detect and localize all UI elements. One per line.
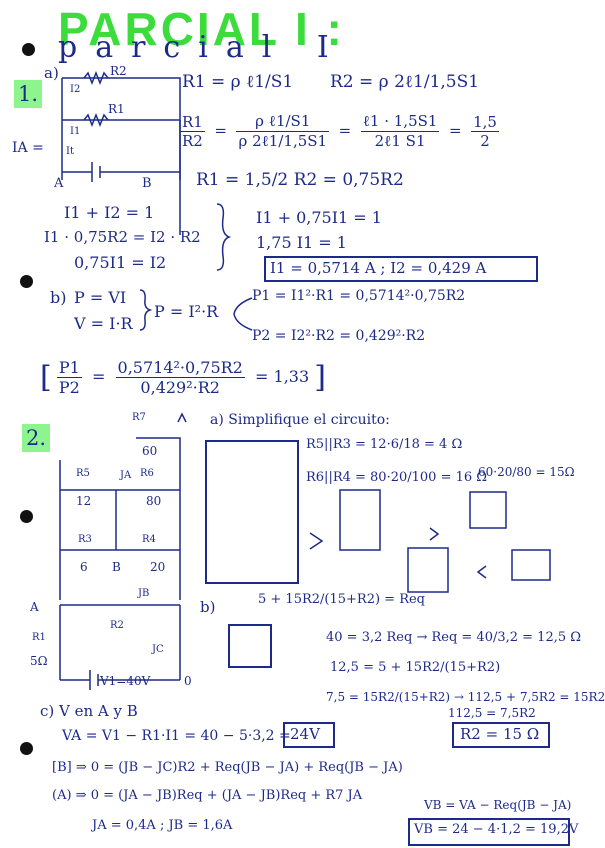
c2-jc: JC (152, 644, 164, 655)
notebook-page: PARCIAL I : parcial I 1. a) R2 R1 I2 I1 … (12, 3, 605, 846)
ratio-num: R1 (180, 113, 205, 132)
simplify-eq-1: R5||R3 = 12·6/18 = 4 Ω (306, 437, 463, 452)
c2-v1: V1=40V (100, 674, 151, 688)
bullet-dot (22, 43, 35, 56)
c2-node-b: B (112, 560, 121, 574)
currents-result-box: I1 = 0,5714 A ; I2 = 0,429 A (264, 256, 538, 282)
c2-r1: R1 (32, 632, 46, 643)
ratio-result-den: 2 (480, 132, 490, 150)
c2-r4-val: 20 (150, 560, 166, 574)
eq-r2: R2 = ρ 2ℓ1/1,5S1 (330, 72, 480, 92)
c2-r5-val: 12 (76, 494, 92, 508)
simplify-label: a) Simplifique el circuito: (210, 412, 390, 428)
part-a-label: a) (44, 64, 59, 82)
c1-label-ia: IA = (12, 140, 44, 156)
va-result: 24V (290, 725, 320, 743)
c1-node-b: B (142, 176, 152, 191)
c2-ja: JA (120, 470, 132, 481)
power-eq-1: P = VI (74, 288, 127, 307)
page-title: PARCIAL I : (58, 3, 345, 55)
c2-r6-val: 80 (146, 494, 162, 508)
power-eq-5: P2 = I2²·R2 = 0,429²·R2 (252, 328, 426, 344)
vb-result: VB = 24 − 4·1,2 = 19,2V (414, 822, 579, 837)
power-ratio-result: = 1,33 (255, 367, 310, 386)
power-ratio-den: P2 (58, 378, 80, 397)
ratio-result-num: 1,5 (471, 113, 499, 132)
c1-label-i2: I2 (70, 84, 81, 95)
system-eq-4: I1 + 0,75I1 = 1 (256, 208, 382, 227)
simplify-eq-2: R6||R4 = 80·20/100 = 16 Ω (306, 470, 488, 485)
ratio-den: R2 (182, 132, 203, 150)
circuit-1-diagram (61, 70, 181, 235)
problem-2-tag: 2. (22, 424, 51, 452)
system-eq-2: I1 · 0,75R2 = I2 · R2 (44, 228, 201, 246)
bullet-dot (20, 510, 33, 523)
subtitle: parcial I (58, 30, 347, 65)
mesh-eq-a: (A) ⇒ 0 = (JA − JB)Req + (JA − JB)Req + … (52, 788, 363, 803)
power-ratio-val-den: 0,429²·R2 (140, 378, 220, 397)
c2-r3-val: 6 (80, 560, 88, 574)
c2-r1-val: 5Ω (30, 654, 48, 668)
r2-calc-2: 7,5 = 15R2/(15+R2) → 112,5 + 7,5R2 = 15R… (326, 690, 605, 704)
c2-r4: R4 (142, 534, 156, 545)
part-c-label: c) V en A y B (40, 702, 138, 720)
power-eq-2: V = I·R (74, 314, 133, 333)
mesh-eq-b: [B] ⇒ 0 = (JB − JC)R2 + Req(JB − JA) + R… (52, 760, 403, 775)
ratio-mid-num: ρ ℓ1/S1 (236, 112, 330, 132)
vb-result-box: VB = 24 − 4·1,2 = 19,2V (408, 818, 578, 846)
power-split-brace (233, 297, 253, 331)
r2-result: R2 = 15 Ω (460, 725, 540, 743)
c2-r7: R7 (132, 412, 146, 423)
equivalent-circuit-box (228, 624, 272, 668)
system-eq-1: I1 + I2 = 1 (64, 203, 155, 222)
vb-calc-1: VB = VA − Req(JB − JA) (424, 798, 572, 812)
r2-calc-1: 12,5 = 5 + 15R2/(15+R2) (330, 660, 501, 675)
c2-r6: R6 (140, 468, 154, 479)
part-b2-label: b) (200, 598, 216, 616)
power-eq-4: P1 = I1²·R1 = 0,5714²·0,75R2 (252, 288, 466, 304)
va-calc: VA = V1 − R1·I1 = 40 − 5·3,2 = (62, 728, 291, 744)
r2-calc-3: 112,5 = 7,5R2 (448, 706, 536, 720)
c2-node-a: A (30, 600, 39, 614)
c1-label-it: It (66, 146, 74, 157)
c2-r5: R5 (76, 468, 90, 479)
simplified-circuit-box (205, 440, 299, 584)
r1-relation: R1 = 1,5/2 R2 = 0,75R2 (196, 170, 404, 190)
c1-label-r1: R1 (108, 102, 125, 116)
r2-result-box: R2 = 15 Ω (452, 722, 550, 748)
c1-label-r2: R2 (110, 64, 127, 78)
c2-r7-val: 60 (142, 444, 158, 458)
c2-r3: R3 (78, 534, 92, 545)
system-brace (216, 203, 232, 271)
problem-1-tag: 1. (14, 80, 43, 108)
eq-r1: R1 = ρ ℓ1/S1 (182, 72, 294, 92)
mesh-currents: JA = 0,4A ; JB = 1,6A (92, 818, 233, 833)
circuit-2-diagram (59, 412, 187, 690)
req-equation: 5 + 15R2/(15+R2) = Req (258, 592, 426, 607)
req-calc: 40 = 3,2 Req → Req = 40/3,2 = 12,5 Ω (326, 630, 582, 645)
bullet-dot (20, 275, 33, 288)
power-ratio-val-num: 0,5714²·0,75R2 (115, 358, 245, 378)
ratio-mid-den: ρ 2ℓ1/1,5S1 (238, 132, 328, 150)
currents-result: I1 = 0,5714 A ; I2 = 0,429 A (270, 259, 487, 277)
c2-r2: R2 (110, 620, 124, 631)
reduced-circuits (309, 489, 551, 593)
power-ratio-num: P1 (56, 358, 82, 378)
ratio-r-den: 2ℓ1 S1 (374, 132, 426, 150)
system-eq-5: 1,75 I1 = 1 (256, 233, 347, 252)
power-brace (139, 289, 153, 331)
simplify-eq-3: 60·20/80 = 15Ω (478, 465, 575, 479)
c2-jb: JB (138, 588, 150, 599)
c2-ground: 0 (184, 674, 192, 688)
system-eq-3: 0,75I1 = I2 (74, 253, 167, 272)
part-b-label: b) (50, 288, 67, 307)
power-eq-3: P = I²·R (154, 302, 219, 321)
va-result-box: 24V (283, 722, 335, 748)
c1-node-a: A (54, 176, 64, 191)
bullet-dot (20, 742, 33, 755)
c1-label-i1: I1 (70, 126, 81, 137)
ratio-r-num: ℓ1 · 1,5S1 (360, 112, 440, 132)
